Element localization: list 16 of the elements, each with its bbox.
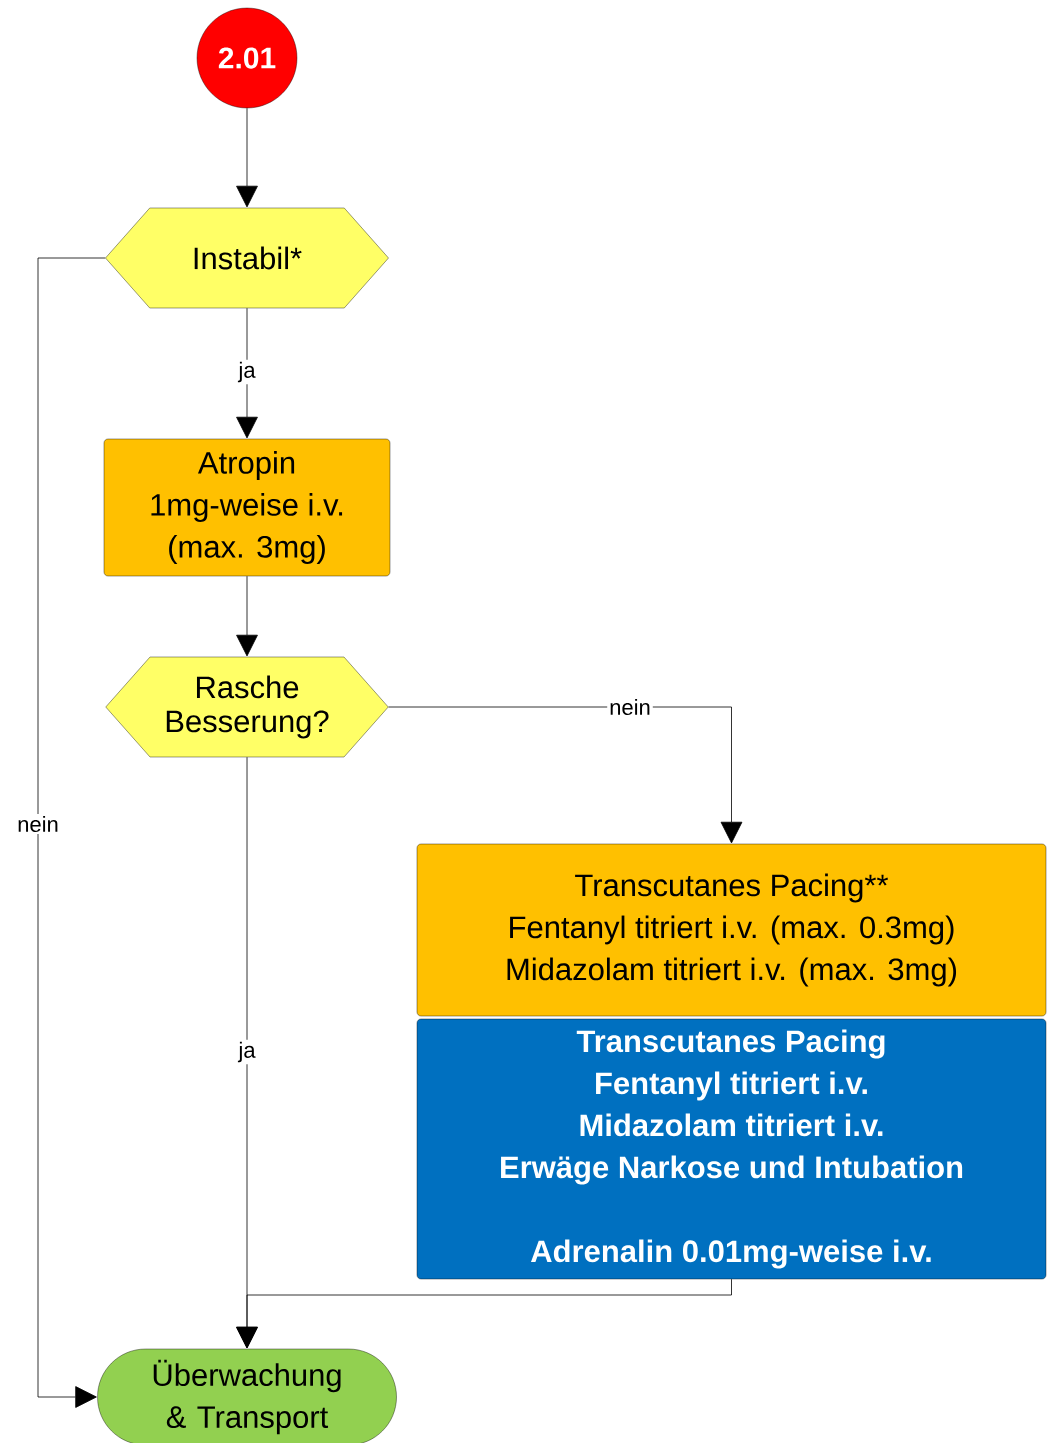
process-box: Transcutanes Pacing Fentanyl titriert i.v. Midazolam titriert i.v. Erwäge Narkose und Intubation Adrenalin 0.01mg-weise i.v.: [416, 1018, 1047, 1280]
arrow: [37, 257, 106, 1408]
edge-label: ja: [236, 1039, 258, 1065]
terminal-box: Überwachung & Transport: [97, 1348, 397, 1443]
arrow: [236, 107, 258, 208]
edge-label: nein: [15, 813, 61, 835]
process-box: Transcutanes Pacing** Fentanyl titriert i.v. (max. 0.3mg) Midazolam titriert i.v. (max. 3mg): [416, 843, 1047, 1017]
decision-hexagon: Instabil*: [105, 207, 389, 309]
arrow: [236, 1278, 732, 1349]
decision-hexagon: Rasche Besserung?: [105, 656, 389, 758]
arrow: [236, 307, 258, 439]
arrow: [388, 706, 743, 844]
process-box: Atropin 1mg-weise i.v. (max. 3mg): [103, 438, 391, 577]
edge-label: nein: [607, 696, 653, 718]
edge-label: ja: [236, 359, 258, 385]
arrow: [236, 575, 258, 657]
